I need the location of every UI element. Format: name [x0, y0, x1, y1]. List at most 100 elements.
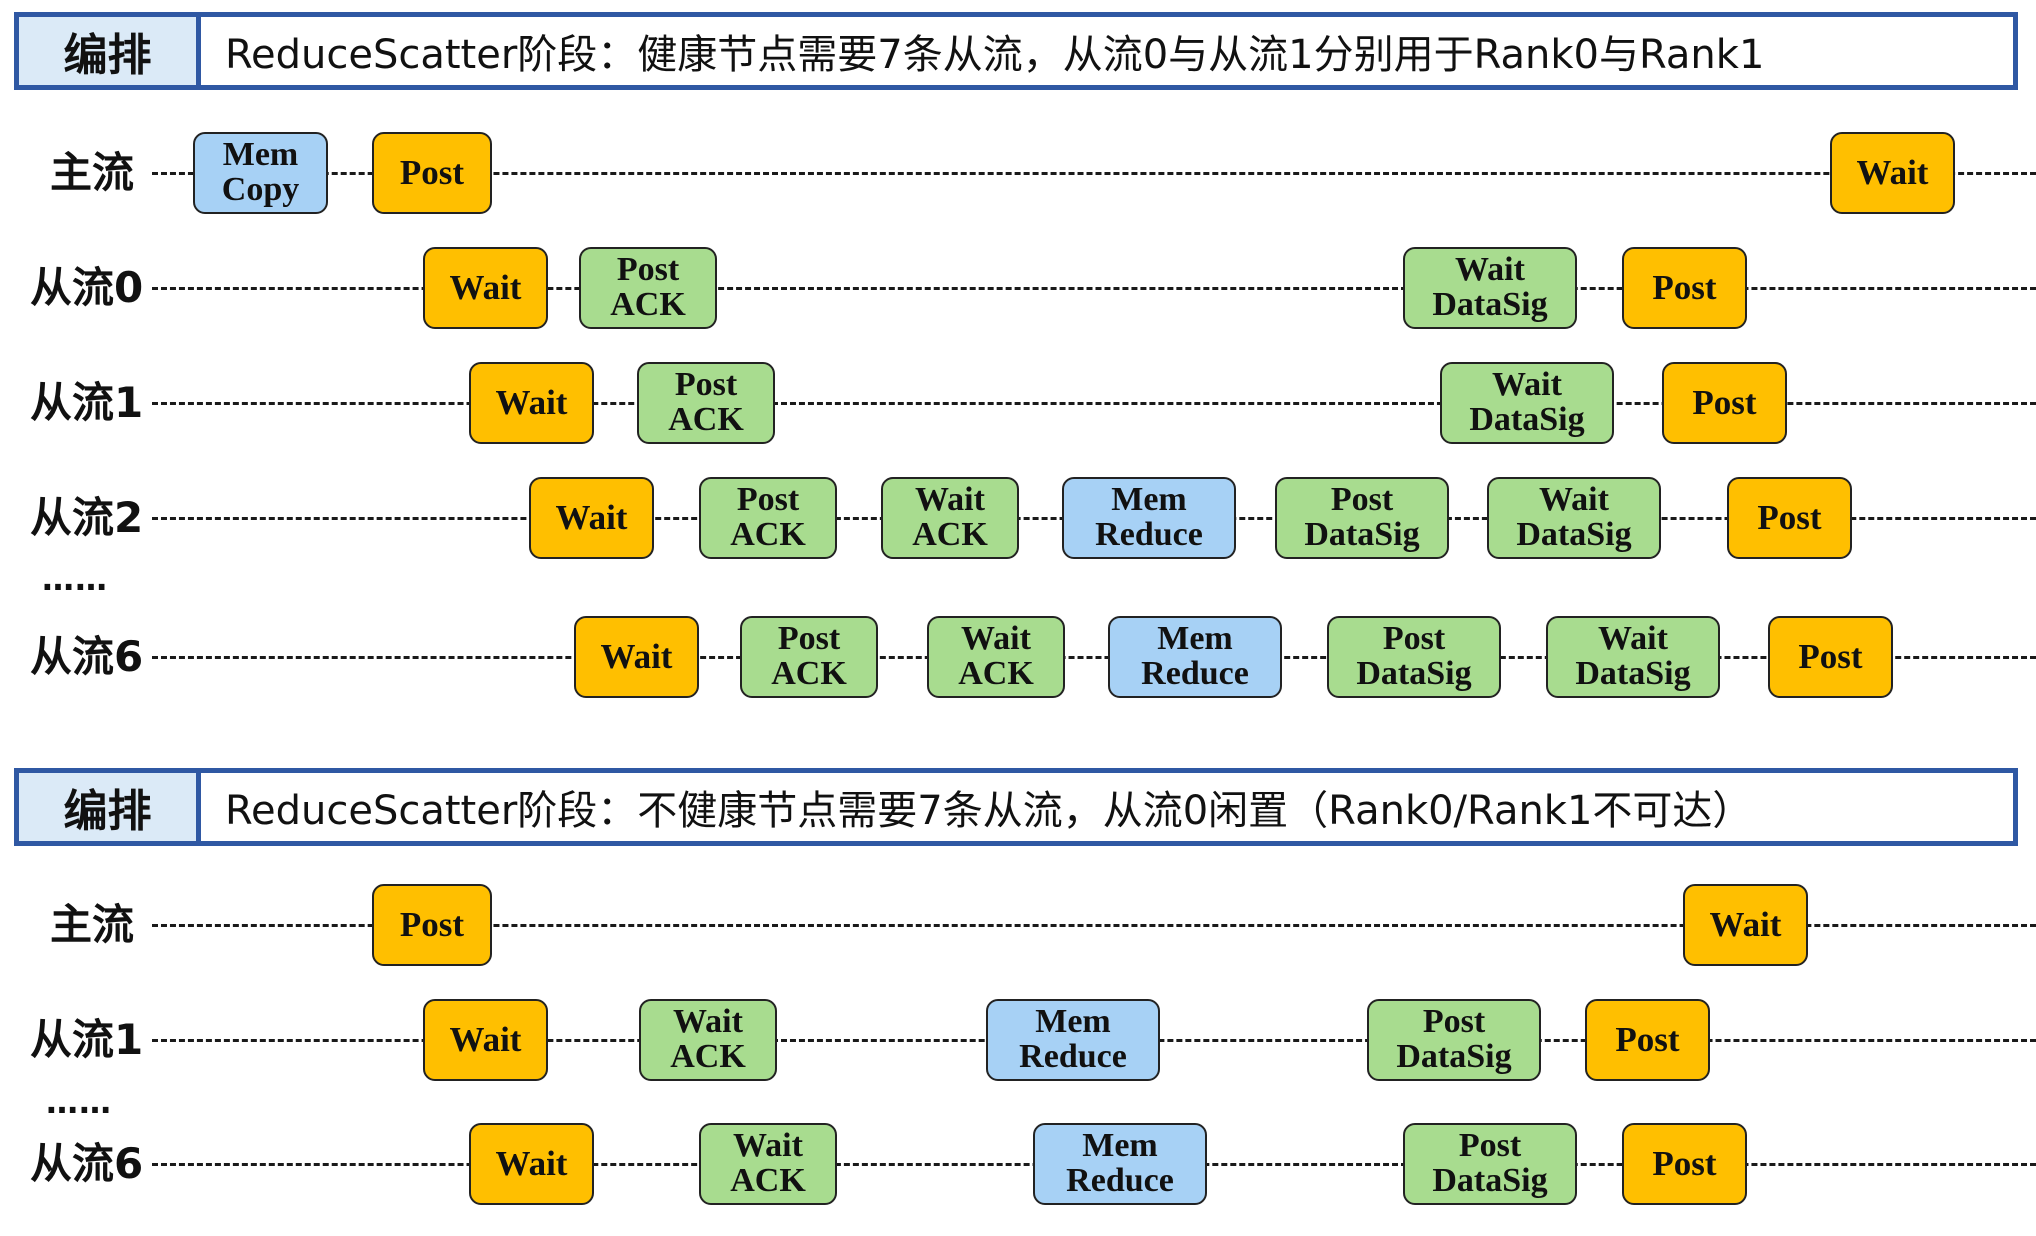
step-box-text: Post [1382, 620, 1446, 658]
step-box-text: Post [674, 366, 738, 404]
step-box-wait: Wait [423, 247, 548, 329]
step-box-text: Wait [961, 620, 1031, 658]
step-box-text: Post [1652, 268, 1717, 308]
step-box-wait: Wait [529, 477, 654, 559]
step-box-text: Reduce [1066, 1162, 1174, 1199]
step-box-text: Mem [1157, 620, 1233, 658]
step-box-text: Post [1652, 1144, 1717, 1184]
step-box-text: Wait [555, 498, 628, 538]
lane-label: 从流2 [30, 493, 144, 542]
step-box-wait: Wait [469, 362, 594, 444]
lane-label: 从流1 [30, 1015, 144, 1064]
lane-timeline [152, 287, 2036, 290]
step-box-text: Mem [1111, 481, 1187, 519]
step-box-text: DataSig [1469, 401, 1585, 438]
lane-timeline [152, 172, 2036, 175]
step-box-text: Reduce [1019, 1038, 1127, 1075]
lane-label: 主流 [50, 900, 135, 949]
step-box-text: DataSig [1575, 655, 1691, 692]
step-box-text: Post [1692, 383, 1757, 423]
step-box-text: Reduce [1095, 516, 1203, 553]
step-box-text: Wait [600, 637, 673, 677]
step-box-wait: Wait [1683, 884, 1808, 966]
step-box-text: Post [399, 905, 465, 945]
step-box-text: ACK [668, 401, 744, 438]
step-box-text: DataSig [1304, 516, 1420, 553]
step-box-wait: Wait [1830, 132, 1955, 214]
step-box-wait: Wait [469, 1123, 594, 1205]
step-box-text: Wait [733, 1127, 803, 1165]
step-box-text: ACK [730, 1162, 806, 1199]
step-box-text: Wait [1598, 620, 1668, 658]
header-tag-label: 编排 [19, 17, 201, 85]
header-title: ReduceScatter阶段：不健康节点需要7条从流，从流0闲置（Rank0/… [225, 788, 1753, 834]
step-box-text: Post [777, 620, 841, 658]
step-box-text: Wait [1539, 481, 1609, 519]
step-box-text: Post [616, 251, 680, 289]
step-box-text: Wait [449, 268, 522, 308]
step-box-post: Post [1662, 362, 1787, 444]
step-box-text: Post [736, 481, 800, 519]
step-box-text: DataSig [1432, 286, 1548, 323]
step-box-post: Post [1585, 999, 1710, 1081]
step-box-text: Wait [1856, 153, 1929, 193]
step-box-post: Post [372, 132, 492, 214]
section-header: 编排 ReduceScatter阶段：不健康节点需要7条从流，从流0闲置（Rank… [14, 768, 2018, 846]
step-box-text: ACK [610, 286, 686, 323]
step-box-text: ACK [771, 655, 847, 692]
lane-label: 主流 [50, 148, 135, 197]
step-box-post: Post [1768, 616, 1893, 698]
step-box-text: ACK [670, 1038, 746, 1075]
step-box-text: Wait [449, 1020, 522, 1060]
step-box-text: Wait [1492, 366, 1562, 404]
step-box-text: Wait [1455, 251, 1525, 289]
lane-ellipsis: …… [42, 560, 108, 598]
step-box-text: Copy [221, 171, 300, 208]
step-box-text: ACK [912, 516, 988, 553]
header-tag-label: 编排 [19, 773, 201, 841]
step-box-text: Wait [915, 481, 985, 519]
step-box-text: Post [399, 153, 465, 193]
step-box-text: ACK [958, 655, 1034, 692]
step-box-text: Reduce [1141, 655, 1249, 692]
step-box-text: DataSig [1396, 1038, 1512, 1075]
step-box-post: Post [1622, 247, 1747, 329]
step-box-post: Post [1727, 477, 1852, 559]
step-box-post: Post [1622, 1123, 1747, 1205]
step-box-text: Post [1458, 1127, 1522, 1165]
step-box-text: DataSig [1432, 1162, 1548, 1199]
step-box-text: DataSig [1516, 516, 1632, 553]
lane-timeline [152, 924, 2036, 927]
lane-label: 从流6 [30, 1139, 144, 1188]
step-box-text: Mem [222, 136, 299, 174]
step-box-text: Mem [1035, 1003, 1111, 1041]
step-box-text: Wait [495, 1144, 568, 1184]
lane-label: 从流6 [30, 632, 144, 681]
lane-timeline [152, 656, 2036, 659]
step-box-text: Wait [495, 383, 568, 423]
step-box-text: DataSig [1356, 655, 1472, 692]
step-box-text: Mem [1082, 1127, 1158, 1165]
lane-timeline [152, 402, 2036, 405]
step-box-wait: Wait [423, 999, 548, 1081]
header-title: ReduceScatter阶段：健康节点需要7条从流，从流0与从流1分别用于Ra… [225, 32, 1765, 78]
